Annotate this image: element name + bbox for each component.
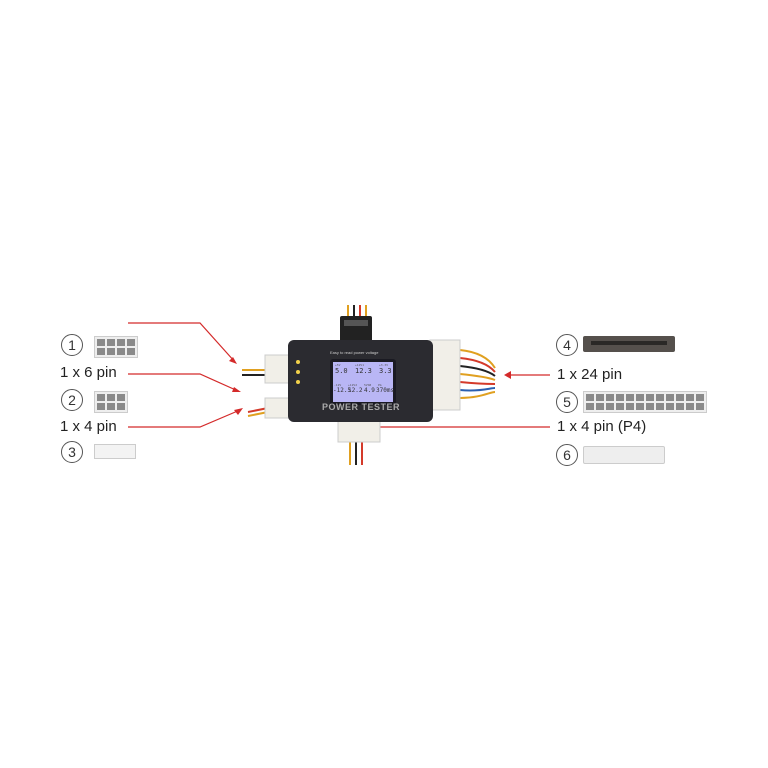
label-4pin: 1 x 4 pin <box>60 418 117 435</box>
pointer-line-6pin <box>128 373 239 392</box>
lcd-label: 5VSB <box>364 383 372 387</box>
sata-connector <box>340 316 372 342</box>
lcd-label: +3.3V <box>379 363 389 367</box>
lcd-value: 3.3 <box>379 367 392 375</box>
item-number-2: 2 <box>61 389 83 411</box>
pcie-connector <box>264 354 291 384</box>
lcd-label: +5V <box>335 363 341 367</box>
pointer-line-4pin <box>128 409 241 428</box>
lcd-value: 4.9 <box>364 387 375 394</box>
tagline: Easy to read power voltage <box>330 350 379 355</box>
item-number-1: 1 <box>61 334 83 356</box>
item-number-5: 5 <box>556 391 578 413</box>
connector-24pin-icon <box>583 391 707 413</box>
atx-24pin-connector <box>429 339 461 411</box>
lcd-value: 370ms <box>376 387 395 394</box>
lcd-label: +12V1 <box>355 363 365 367</box>
label-p4: 1 x 4 pin (P4) <box>557 418 647 435</box>
lcd-label: PG <box>378 383 382 387</box>
item-number-4: 4 <box>556 334 578 356</box>
connector-6pin-icon <box>94 391 128 413</box>
lcd-display: 5.0 12.3 3.3 -12.5 12.2 4.9 370ms +5V +1… <box>330 359 396 405</box>
lcd-value: 12.2 <box>348 387 363 394</box>
connector-sata-icon <box>583 336 675 352</box>
item-number-6: 6 <box>556 444 578 466</box>
connector-floppy-icon <box>94 444 136 459</box>
label-6pin: 1 x 6 pin <box>60 364 117 381</box>
connector-8pin-icon <box>94 336 138 358</box>
lcd-label: +12V2 <box>348 383 358 387</box>
p4-connector <box>264 397 291 419</box>
pointer-line-1 <box>128 322 236 363</box>
label-24pin: 1 x 24 pin <box>557 366 623 383</box>
lcd-label: -12V <box>334 383 342 387</box>
led-indicators <box>296 360 300 384</box>
lcd-value: -12.5 <box>333 387 352 394</box>
connector-molex-icon <box>583 446 665 464</box>
lcd-value: 12.3 <box>355 367 372 375</box>
lcd-value: 5.0 <box>335 367 348 375</box>
brand-label: POWER TESTER <box>322 402 401 412</box>
item-number-3: 3 <box>61 441 83 463</box>
